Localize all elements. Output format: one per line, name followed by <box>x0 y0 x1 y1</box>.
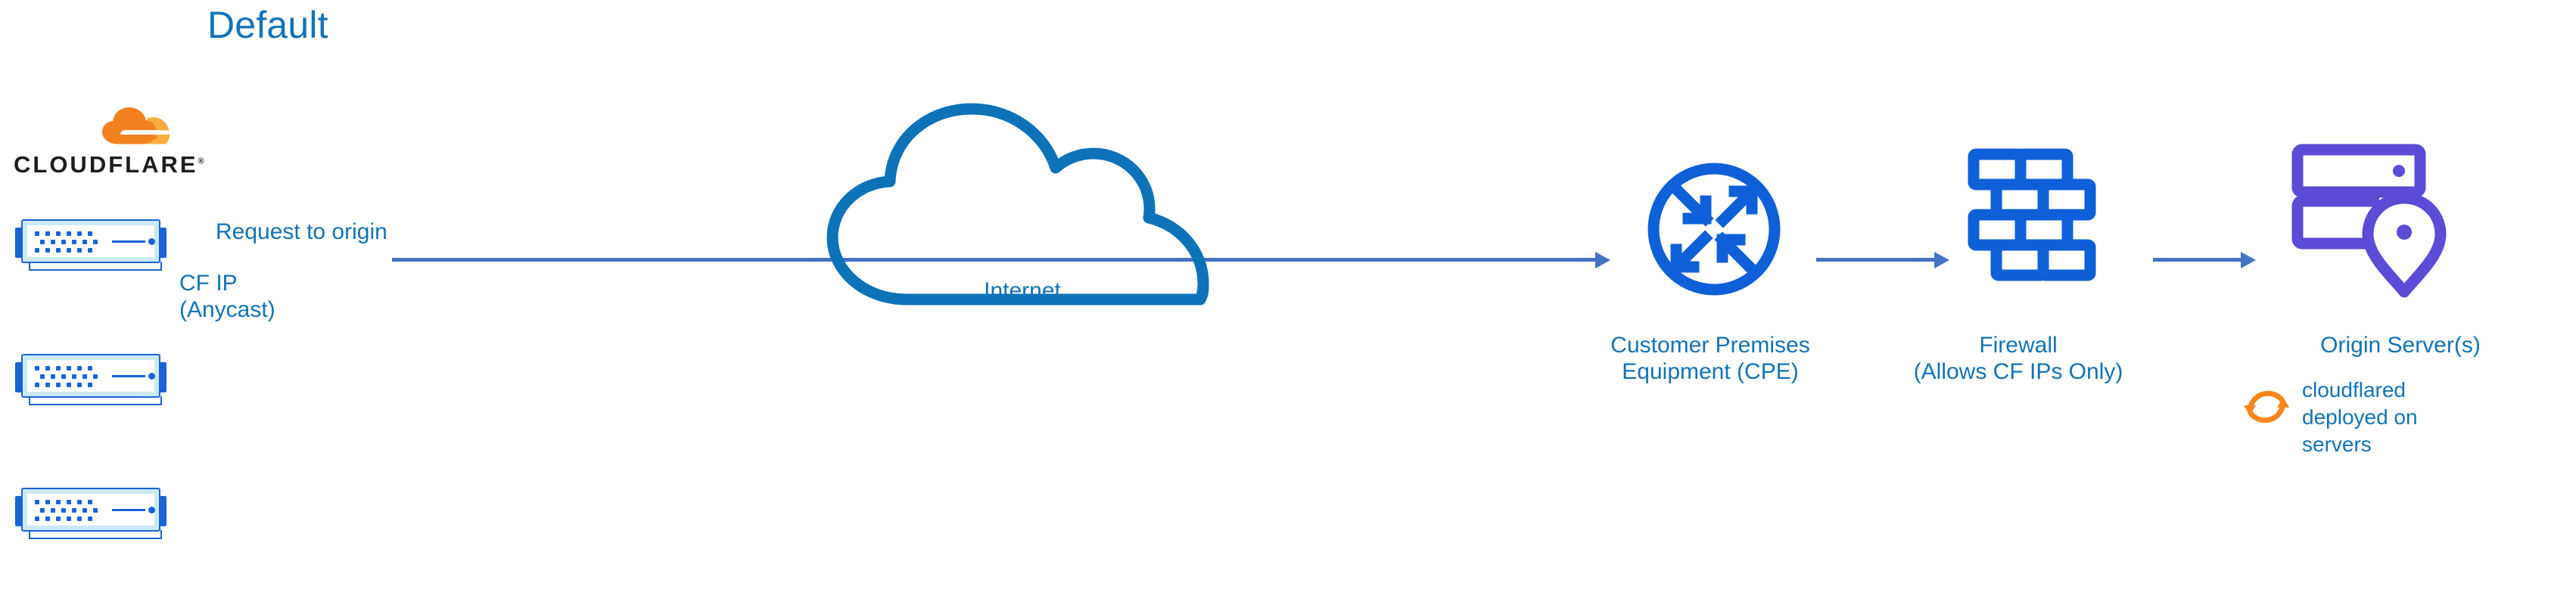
internet-cloud-icon <box>816 97 1232 316</box>
internet-node-label: Internet <box>984 278 1061 303</box>
cloudflare-wordmark-text: CLOUDFLARE <box>14 151 198 178</box>
rack-led-grid-icon <box>35 231 98 253</box>
page-title: Default <box>207 4 328 46</box>
cloudflared-annotation-text: cloudflared deployed on servers <box>2302 378 2418 456</box>
sync-refresh-icon <box>2242 381 2291 431</box>
cf-ip-anycast-label: CF IP (Anycast) <box>179 271 275 322</box>
rack-power-led-icon <box>148 238 155 245</box>
arrow-cpe-to-firewall-head-icon <box>1934 252 1949 268</box>
cloudflared-annotation: cloudflared deployed on servers <box>2242 377 2574 528</box>
cpe-node-label: Customer Premises Equipment (CPE) <box>1610 333 1810 384</box>
cloudflare-wordmark: CLOUDFLARE® <box>14 153 204 176</box>
rack-base-shadow <box>29 262 162 271</box>
rack-base-shadow <box>29 396 162 405</box>
cloudflare-edge-server-rack-3 <box>15 488 166 539</box>
rack-status-line-icon <box>112 240 145 243</box>
cloudflare-cloud-logo-icon <box>91 98 174 151</box>
rack-power-led-icon <box>148 373 155 380</box>
router-icon <box>1642 157 1786 301</box>
request-to-origin-label: Request to origin <box>216 219 387 244</box>
rack-status-line-icon <box>112 509 145 511</box>
arrow-firewall-to-origin-head-icon <box>2241 252 2256 268</box>
arrow-edge-to-cpe-line <box>392 258 1597 262</box>
registered-trademark-symbol: ® <box>198 157 204 166</box>
rack-led-grid-icon <box>35 500 98 521</box>
server-stack-location-pin-icon <box>2287 141 2453 307</box>
cloudflare-brand: CLOUDFLARE® <box>14 98 204 216</box>
cloudflare-edge-server-rack-1 <box>15 219 166 271</box>
rack-power-led-icon <box>148 507 155 513</box>
arrow-cpe-to-firewall-line <box>1816 258 1936 262</box>
cloudflare-edge-server-rack-2 <box>15 354 166 405</box>
arrow-edge-to-cpe-head-icon <box>1595 252 1610 268</box>
arrow-firewall-to-origin-line <box>2153 258 2242 262</box>
brick-wall-icon <box>1952 144 2104 302</box>
rack-led-grid-icon <box>35 366 98 387</box>
rack-status-line-icon <box>112 375 145 377</box>
origin-server-node-label: Origin Server(s) <box>2320 333 2481 358</box>
rack-base-shadow <box>29 530 162 539</box>
firewall-node-label: Firewall (Allows CF IPs Only) <box>1913 333 2123 384</box>
